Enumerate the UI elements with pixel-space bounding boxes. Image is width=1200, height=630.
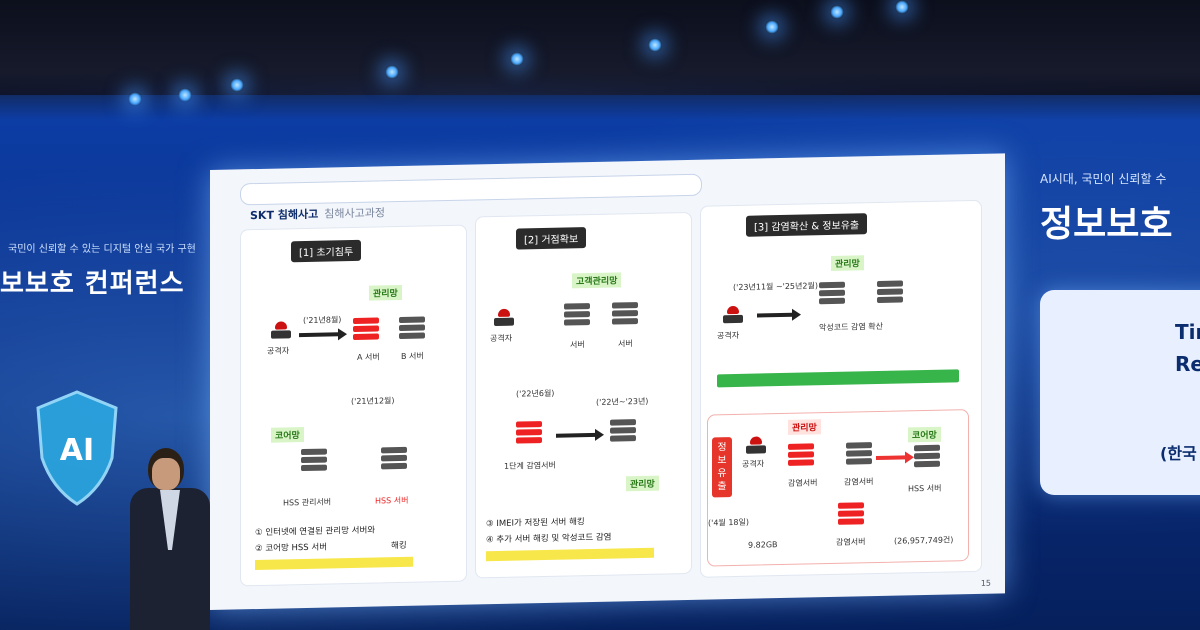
intrusion-arrow — [299, 332, 339, 338]
panel2-highlight — [486, 547, 654, 562]
stage-light — [648, 38, 662, 52]
hss-server-icon — [914, 444, 940, 474]
attacker-icon — [494, 309, 514, 327]
speaker-person — [130, 448, 210, 630]
infected-server-icon — [788, 443, 814, 472]
leak-box: 정보유출 ('4월 18일) 관리망 코어망 공격자 감염서버 감염서버 HSS… — [707, 409, 969, 567]
slide-tag: SKT 침해사고 침해사고과정 — [250, 204, 385, 223]
hss-mgmt-label: HSS 관리서버 — [283, 497, 332, 508]
server-a-label: A 서버 — [357, 352, 380, 362]
leak-infected-label: 감염서버 — [788, 478, 818, 488]
panel2-note1: ③ IMEI가 저장된 서버 해킹 — [486, 517, 585, 530]
leak-hss-label: HSS 서버 — [908, 483, 942, 494]
panel2-server2-label: 서버 — [618, 339, 633, 349]
panel2-network2-label: 관리망 — [626, 475, 659, 492]
leak-records: (26,957,749건) — [894, 535, 954, 546]
leak-mgmt-label: 관리망 — [788, 419, 821, 435]
server-icon — [612, 302, 638, 331]
stage-light — [765, 20, 779, 34]
panel-spread-leak: [3] 감염확산 & 정보유출 관리망 악성코드 감염 확산 공격자 ('23년… — [700, 199, 982, 578]
right-card-line3: (한국 — [1160, 444, 1197, 463]
shield-label: AI — [60, 433, 94, 468]
right-banner-title: 정보보호 — [1040, 204, 1173, 245]
leak-size: 9.82GB — [748, 540, 778, 550]
projection-screen: SKT 침해사고 침해사고과정 [1] 초기침투 관리망 공격자 ('21년8월)… — [210, 153, 1005, 611]
panel2-infected-label: 1단계 감염서버 — [504, 460, 556, 471]
server-icon — [564, 303, 590, 332]
panel1-date2: ('21년12월) — [351, 396, 395, 407]
lighting-truss — [0, 0, 1200, 120]
panel2-date1: ('22년6월) — [516, 388, 555, 399]
leak-date: ('4월 18일) — [708, 517, 749, 528]
spread-arrow — [757, 312, 793, 318]
panel1-attacker-label: 공격자 — [267, 346, 290, 356]
panel2-note2: ④ 추가 서버 해킹 및 악성코드 감염 — [486, 532, 612, 546]
panel2-server1-label: 서버 — [570, 340, 585, 350]
left-banner-title: 보보호 컨퍼런스 — [0, 269, 185, 299]
server-b-label: B 서버 — [401, 351, 424, 361]
panel3-date: ('23년11월 ~'25년2월) — [733, 281, 818, 293]
panel2-attacker-label: 공격자 — [490, 333, 513, 344]
server-icon — [819, 281, 845, 311]
right-card-line2: Re — [1175, 352, 1200, 376]
stage-light — [178, 88, 192, 102]
slide-tag-subtitle: 침해사고과정 — [324, 206, 385, 221]
leak-infected-label2: 감염서버 — [844, 477, 874, 487]
server-icon — [846, 442, 872, 471]
right-banner: AI시대, 국민이 신뢰할 수 정보보호 — [1040, 170, 1172, 247]
server-icon — [610, 419, 636, 448]
panel3-spread-label: 악성코드 감염 확산 — [819, 321, 883, 333]
left-banner: 국민이 신뢰할 수 있는 디지털 안심 국가 구현 보보호 컨퍼런스 — [0, 240, 220, 300]
panel3-network-label: 관리망 — [831, 255, 864, 271]
leak-vertical-label: 정보유출 — [712, 437, 732, 498]
slide-page-number: 15 — [980, 578, 991, 588]
panel2-title: [2] 거점확보 — [516, 227, 587, 250]
panel1-core-label: 코어망 — [271, 427, 304, 443]
panel1-title: [1] 초기침투 — [291, 239, 362, 263]
panel2-date2: ('22년~'23년) — [596, 396, 649, 407]
leak-core-label: 코어망 — [908, 426, 941, 443]
server-a-icon — [353, 317, 379, 346]
attacker-icon — [271, 321, 291, 339]
stage-light — [830, 5, 844, 19]
panel1-highlight — [255, 556, 413, 571]
hss-server-icon — [381, 446, 407, 476]
server-icon — [877, 280, 903, 309]
server-b-icon — [399, 316, 425, 345]
panel2-network-label: 고객관리망 — [572, 272, 622, 289]
panel1-network-label: 관리망 — [369, 284, 402, 301]
stage-light — [230, 78, 244, 92]
panel1-note1: ① 인터넷에 연결된 관리망 서버와 — [255, 525, 376, 539]
slide-tag-title: SKT 침해사고 — [250, 207, 319, 223]
hss-label: HSS 서버 — [375, 495, 409, 506]
ai-shield-icon: AI — [36, 390, 118, 506]
spread-arrow — [556, 432, 596, 438]
panel1-date1: ('21년8월) — [303, 315, 342, 326]
right-info-card: Time Re (한국 — [1040, 290, 1200, 495]
panel1-note2: ② 코어망 HSS 서버 — [255, 542, 328, 555]
panel-foothold: [2] 거점확보 고객관리망 공격자 서버 서버 ('22년6월) ('22년~… — [475, 211, 692, 579]
right-banner-subtitle: AI시대, 국민이 신뢰할 수 — [1040, 172, 1167, 186]
stage-light — [510, 52, 524, 66]
panel1-note2-suffix: 해킹 — [391, 540, 407, 552]
attacker-icon — [723, 306, 743, 324]
speaker-face — [152, 458, 180, 490]
leak-infected-label3: 감염서버 — [836, 537, 866, 547]
slide-header-bar — [240, 173, 702, 206]
hss-mgmt-server-icon — [301, 448, 327, 478]
panel3-green-bar — [717, 369, 959, 388]
panel-initial-intrusion: [1] 초기침투 관리망 공격자 ('21년8월) A 서버 B 서버 ('21… — [240, 224, 467, 587]
right-card-line1: Time — [1175, 320, 1200, 344]
exfil-arrow — [876, 455, 906, 461]
panel3-title: [3] 감염확산 & 정보유출 — [746, 213, 868, 237]
panel3-attacker-label: 공격자 — [717, 330, 740, 341]
left-banner-subtitle: 국민이 신뢰할 수 있는 디지털 안심 국가 구현 — [8, 244, 196, 255]
infected-server-icon — [516, 421, 542, 450]
stage-light — [128, 92, 142, 106]
infected-server-icon — [838, 502, 864, 531]
leak-attacker-label: 공격자 — [742, 459, 765, 469]
stage-light — [385, 65, 399, 79]
attacker-icon — [746, 436, 766, 454]
stage-light — [895, 0, 909, 14]
